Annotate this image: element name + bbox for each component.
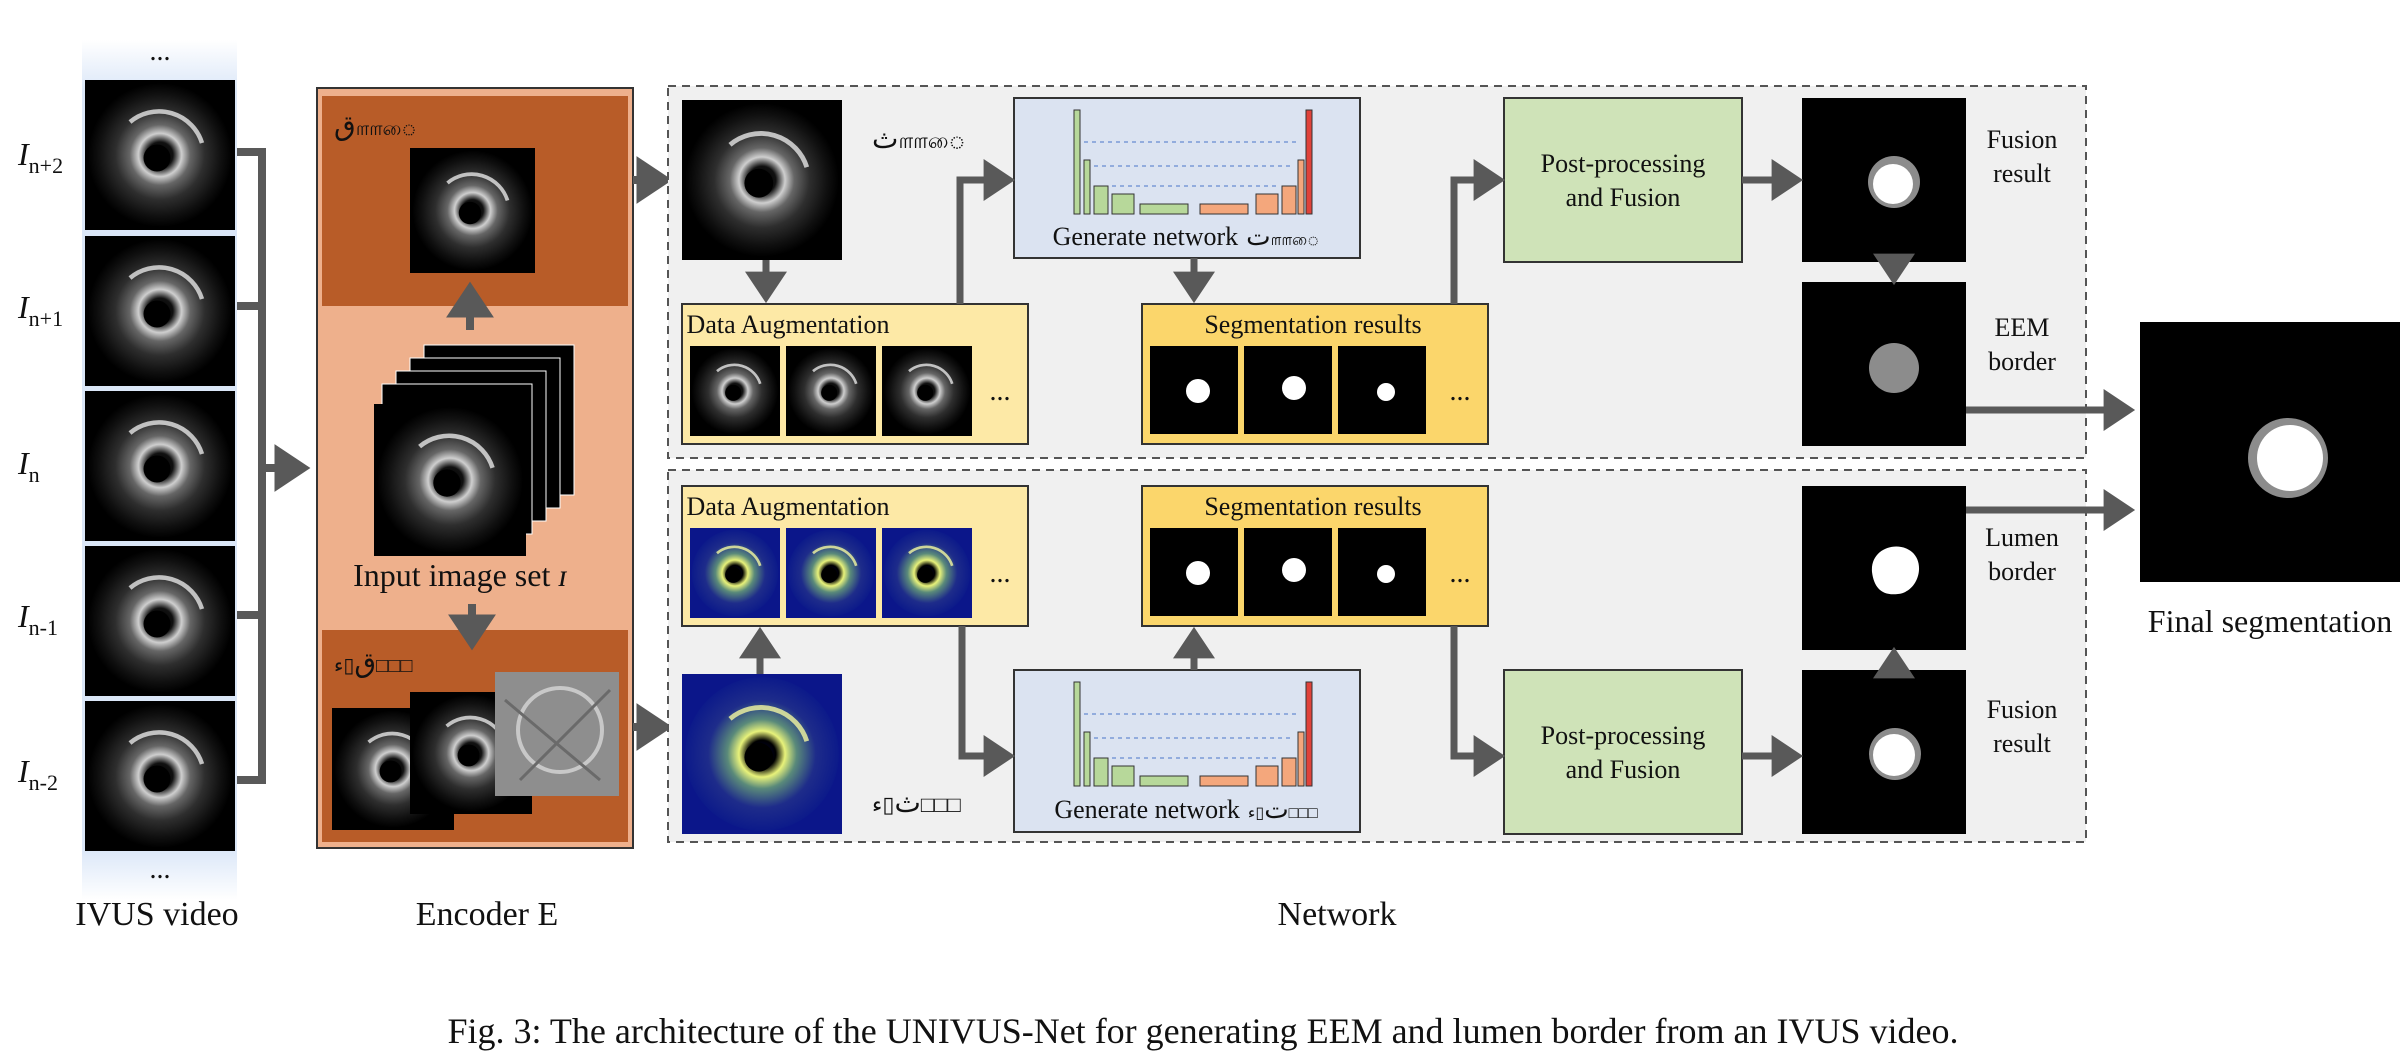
encoder-bottom-symbol: ق▯ء□□□ [334, 648, 412, 679]
top-post-processing-label-1: Post-processing [1541, 149, 1706, 178]
ivus-frame-n [85, 391, 235, 541]
frame-label-n-2: In-2 [17, 753, 58, 795]
bottom-input-image [682, 674, 842, 834]
top-post-processing-label-2: and Fusion [1566, 183, 1681, 212]
bottom-input-symbol: ث▯ء□□□ [872, 788, 961, 819]
top-data-augmentation-label: Data Augmentation [687, 310, 890, 339]
top-fusion-result-image [1802, 98, 1966, 262]
frames-to-encoder-connector [237, 148, 311, 784]
top-fusion-label-2: result [1993, 159, 2052, 188]
top-augmented-images [688, 344, 974, 438]
bottom-post-processing-label-1: Post-processing [1541, 721, 1706, 750]
bottom-augmented-images [688, 526, 974, 620]
eem-border-label-2: border [1988, 347, 2056, 376]
arrow-bottom-aug-to-generate [958, 626, 1016, 777]
bottom-data-augmentation-label: Data Augmentation [687, 492, 890, 521]
ivus-frame-n+1 [85, 236, 235, 386]
frame-label-n+1: In+1 [17, 289, 63, 331]
network-title: Network [1278, 896, 1397, 933]
final-segmentation-label: Final segmentation [2148, 603, 2392, 639]
bottom-post-processing-label-2: and Fusion [1566, 755, 1681, 784]
top-fusion-label-1: Fusion [1987, 125, 2058, 154]
figure-caption: Fig. 3: The architecture of the UNIVUS-N… [448, 1011, 1959, 1051]
top-post-processing-box [1503, 97, 1743, 263]
ivus-frame-n-1 [85, 546, 235, 696]
eem-border-image [1802, 282, 1966, 446]
ivus-frame-n+2 [85, 80, 235, 230]
frame-label-n: In [17, 445, 40, 487]
bottom-fusion-result-image [1802, 670, 1966, 834]
bottom-unet-illustration [1073, 681, 1313, 787]
top-unet-illustration [1073, 109, 1313, 215]
bottom-fusion-label-1: Fusion [1987, 695, 2058, 724]
top-seg-ellipsis: ... [1450, 376, 1471, 407]
bottom-aug-ellipsis: ... [990, 558, 1011, 589]
encoder-title: Encoder E [416, 896, 559, 933]
lumen-border-label-2: border [1988, 557, 2056, 586]
final-segmentation: Final segmentation [2140, 322, 2400, 639]
bottom-branch: Data Augmentation ... ث▯ء□□□ Segmentatio… [682, 485, 2136, 835]
eem-border-label-1: EEM [1995, 313, 2050, 342]
top-branch: ث௱௱ை Data Augmentation ... Generat [682, 97, 2136, 446]
arrow-top-seg-to-post [1450, 159, 1506, 304]
top-aug-ellipsis: ... [990, 376, 1011, 407]
top-segmentation-masks [1150, 346, 1426, 434]
top-segmentation-label: Segmentation results [1204, 310, 1421, 339]
frame-label-n-1: In-1 [17, 598, 58, 640]
top-input-image [682, 100, 842, 260]
ivus-video-title: IVUS video [75, 896, 238, 933]
lumen-border-image [1802, 486, 1966, 650]
bottom-seg-ellipsis: ... [1450, 558, 1471, 589]
ivus-ellipsis-bottom: ... [150, 854, 171, 885]
bottom-segmentation-label: Segmentation results [1204, 492, 1421, 521]
top-input-symbol: ث௱௱ை [872, 124, 965, 155]
bottom-post-processing-box [1503, 669, 1743, 835]
ivus-video-strip: ... ... In+2 In+1 In In-1 In-2 IVUS vide… [17, 36, 239, 933]
input-image-stack [374, 344, 575, 556]
encoder-bottom-images [330, 672, 619, 832]
encoder-top-image [408, 146, 537, 275]
arrow-top-aug-to-generate [956, 159, 1016, 304]
encoder-top-symbol: ق௱௱ை [334, 111, 417, 142]
ivus-frame-n-2 [85, 701, 235, 851]
frame-label-n+2: In+2 [17, 136, 63, 178]
bottom-fusion-label-2: result [1993, 729, 2052, 758]
ivus-ellipsis-top: ... [150, 36, 171, 67]
bottom-segmentation-masks [1150, 528, 1426, 616]
arrow-bottom-seg-to-post [1450, 626, 1506, 777]
lumen-border-label-1: Lumen [1985, 523, 2059, 552]
